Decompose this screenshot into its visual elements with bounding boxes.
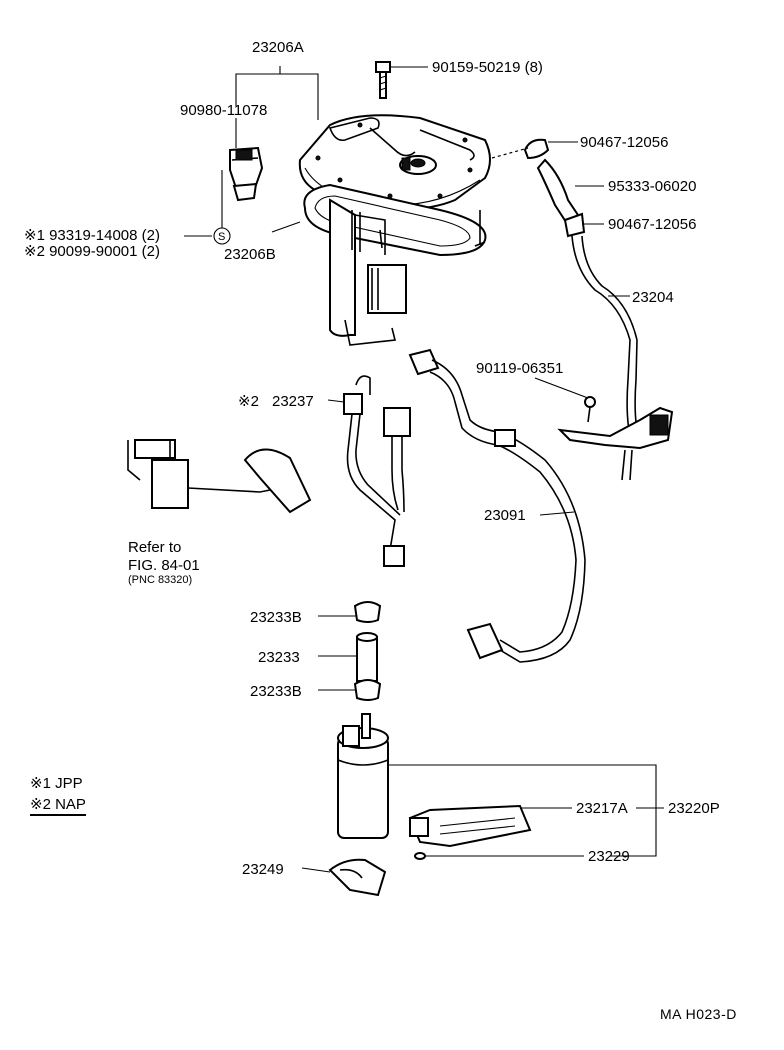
fuel-pump [337,713,389,839]
label-23233: 23233 [258,649,300,666]
label-23206B: 23206B [224,246,276,263]
filter-sock [408,804,532,860]
label-90099-90001: ※2 90099-90001 (2) [24,243,160,260]
label-23237-mark: ※2 [238,393,259,410]
label-95333-06020: 95333-06020 [608,178,696,195]
part-labels: 23206A 90159-50219 (8) 90980-11078 90467… [24,39,720,878]
pump-bracket-assembly [298,114,491,346]
leader-lines [184,66,664,873]
label-90159-50219: 90159-50219 (8) [432,59,543,76]
label-23206A: 23206A [252,39,304,56]
wire-harness-23237 [343,375,411,567]
label-23233B-bottom: 23233B [250,683,302,700]
label-90119-06351: 90119-06351 [476,360,563,377]
label-23091: 23091 [484,507,526,524]
fuel-hose-23091 [408,348,586,663]
label-23220P: 23220P [668,800,720,817]
label-23237: 23237 [272,393,314,410]
connector-90980 [229,146,264,202]
legend-nap: ※2 NAP [30,795,86,816]
label-pnc-83320: (PNC 83320) [128,574,192,586]
drawing-code: MA H023-D [660,1006,737,1022]
label-90980-11078: 90980-11078 [180,102,267,119]
bolt-90159 [375,61,391,99]
fuel-sender-gauge [127,439,312,514]
label-23217A: 23217A [576,800,628,817]
label-23204: 23204 [632,289,674,306]
label-90467-12056-top: 90467-12056 [580,134,668,151]
label-90467-12056-bottom: 90467-12056 [608,216,696,233]
label-93319-14008: ※1 93319-14008 (2) [24,227,160,244]
legend-jpp: ※1 JPP [30,775,83,792]
label-fig-84-01: FIG. 84-01 [128,557,200,574]
filter-parts [353,601,382,701]
s-symbol: S [218,231,225,243]
fuel-hose-assembly [523,138,674,481]
label-23229: 23229 [588,848,630,865]
label-23249: 23249 [242,861,284,878]
dashed-guide [491,147,529,159]
s-mark: S [213,227,231,245]
label-refer-to: Refer to [128,539,181,556]
label-23233B-top: 23233B [250,609,302,626]
cushion-23249 [328,858,387,897]
